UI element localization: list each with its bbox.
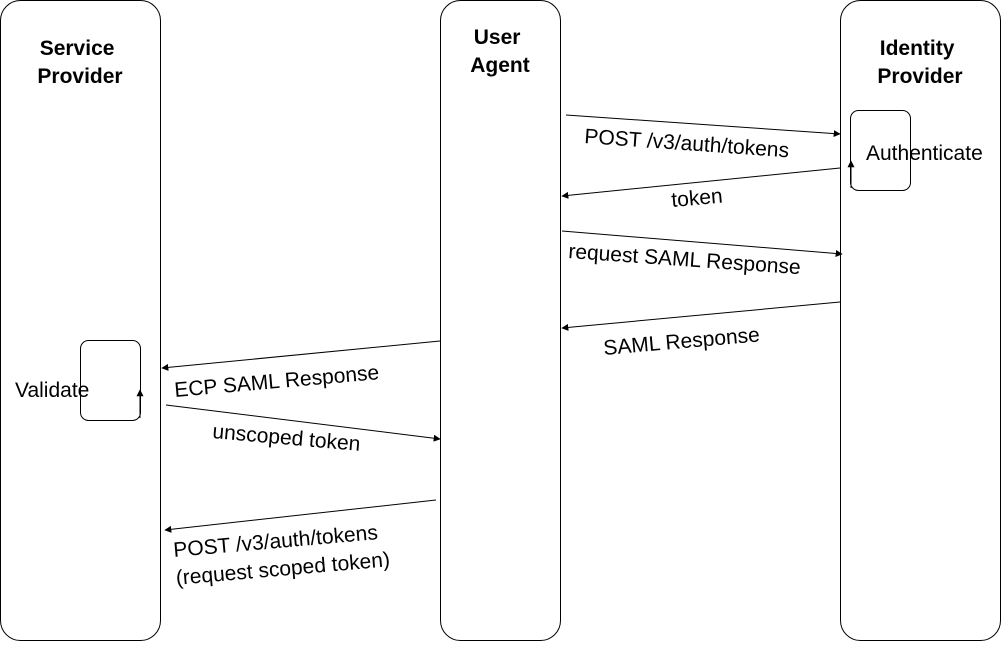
message-label: POST /v3/auth/tokens — [584, 125, 790, 162]
lane-title-line: Service — [40, 37, 115, 60]
lane-service-provider: Service Provider — [0, 0, 161, 641]
lane-identity-provider-title: Identity Provider — [877, 37, 962, 88]
lane-user-agent-box — [440, 0, 561, 641]
message-label-line: unscoped token — [212, 420, 362, 456]
activity-authenticate: Authenticate — [847, 110, 983, 191]
lane-identity-provider-box — [840, 0, 1001, 641]
lane-service-provider-title: Service Provider — [37, 37, 122, 88]
lane-service-provider-box — [0, 0, 161, 641]
message-label: token — [670, 185, 723, 212]
message-arrow — [164, 499, 437, 533]
message-label-line: SAML Response — [602, 323, 760, 360]
message-post-tokens-idp: POST /v3/auth/tokens — [565, 114, 841, 162]
activity-validate-label: Validate — [15, 379, 89, 402]
message-label-line: POST /v3/auth/tokens — [584, 125, 790, 162]
message-label: unscoped token — [212, 420, 362, 456]
message-label-line: token — [670, 185, 723, 212]
activity-validate: Validate — [15, 340, 144, 421]
message-arrow — [565, 114, 841, 138]
lane-title-line: Identity — [880, 37, 955, 60]
message-arrow — [161, 340, 441, 371]
activity-validate-box — [80, 340, 141, 421]
lane-title-line: User — [474, 26, 521, 49]
message-token: token — [561, 167, 841, 212]
lane-user-agent: User Agent — [440, 0, 561, 641]
message-label: SAML Response — [602, 323, 760, 360]
lane-title-line: Provider — [877, 65, 962, 88]
message-saml-response: SAML Response — [561, 301, 841, 360]
activity-authenticate-box — [850, 110, 911, 191]
lane-identity-provider: Identity Provider — [840, 0, 1001, 641]
message-label: POST /v3/auth/tokens (request scoped tok… — [172, 520, 390, 590]
message-post-tokens-sp: POST /v3/auth/tokens (request scoped tok… — [164, 499, 437, 590]
message-label-line: ECP SAML Response — [173, 361, 380, 402]
message-unscoped-token: unscoped token — [165, 404, 441, 456]
message-arrow — [561, 230, 843, 257]
lane-title-line: Agent — [470, 54, 530, 77]
message-arrow — [561, 301, 841, 331]
message-label: ECP SAML Response — [173, 361, 380, 402]
message-label-line: request SAML Response — [568, 240, 802, 279]
message-ecp-saml: ECP SAML Response — [161, 340, 441, 402]
message-arrow — [165, 404, 441, 442]
lane-user-agent-title: User Agent — [470, 26, 530, 77]
message-arrow — [561, 167, 841, 199]
lane-title-line: Provider — [37, 65, 122, 88]
activity-authenticate-label: Authenticate — [866, 142, 983, 165]
message-label: request SAML Response — [568, 240, 802, 279]
message-request-saml: request SAML Response — [561, 230, 843, 279]
